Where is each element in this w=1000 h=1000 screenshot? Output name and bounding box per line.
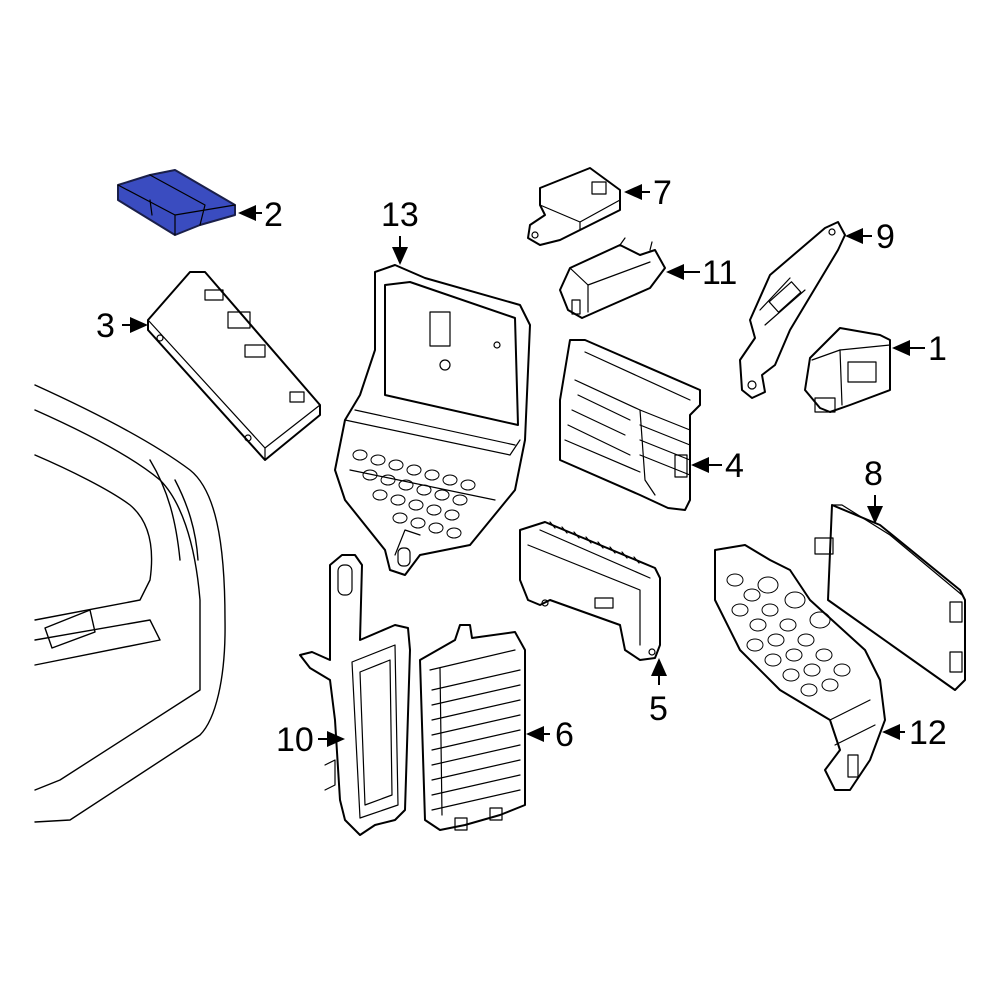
part-4-module[interactable] xyxy=(559,339,701,511)
callout-7: 7 xyxy=(653,174,672,212)
callout-labels: 1 2 3 4 5 6 7 8 9 10 11 12 13 xyxy=(96,174,947,759)
part-10-bracket[interactable] xyxy=(299,554,411,836)
part-13-bracket[interactable] xyxy=(334,264,531,576)
vehicle-body-outline xyxy=(34,384,226,823)
callout-11: 11 xyxy=(702,254,737,292)
callout-4: 4 xyxy=(725,447,744,485)
callout-9: 9 xyxy=(876,218,895,256)
callout-5: 5 xyxy=(649,690,668,728)
callout-8: 8 xyxy=(864,455,883,493)
part-9-bracket[interactable] xyxy=(739,221,846,399)
part-8-module[interactable] xyxy=(814,504,966,691)
callout-6: 6 xyxy=(555,716,574,754)
callout-10: 10 xyxy=(276,721,314,759)
part-11-bracket[interactable] xyxy=(559,237,666,319)
callout-3: 3 xyxy=(96,307,115,345)
leader-lines xyxy=(122,184,925,747)
callout-12: 12 xyxy=(909,714,947,752)
part-12-bracket[interactable] xyxy=(714,544,886,791)
callout-1: 1 xyxy=(928,330,947,368)
part-5-module[interactable] xyxy=(519,521,661,661)
part-1-module[interactable] xyxy=(804,327,891,413)
callout-2: 2 xyxy=(264,196,283,234)
callout-13: 13 xyxy=(381,196,419,234)
part-3-module[interactable] xyxy=(147,271,321,461)
part-2-module[interactable] xyxy=(117,169,236,236)
part-6-module[interactable] xyxy=(419,624,526,831)
part-2-body xyxy=(117,169,236,236)
part-7-module[interactable] xyxy=(527,167,621,246)
